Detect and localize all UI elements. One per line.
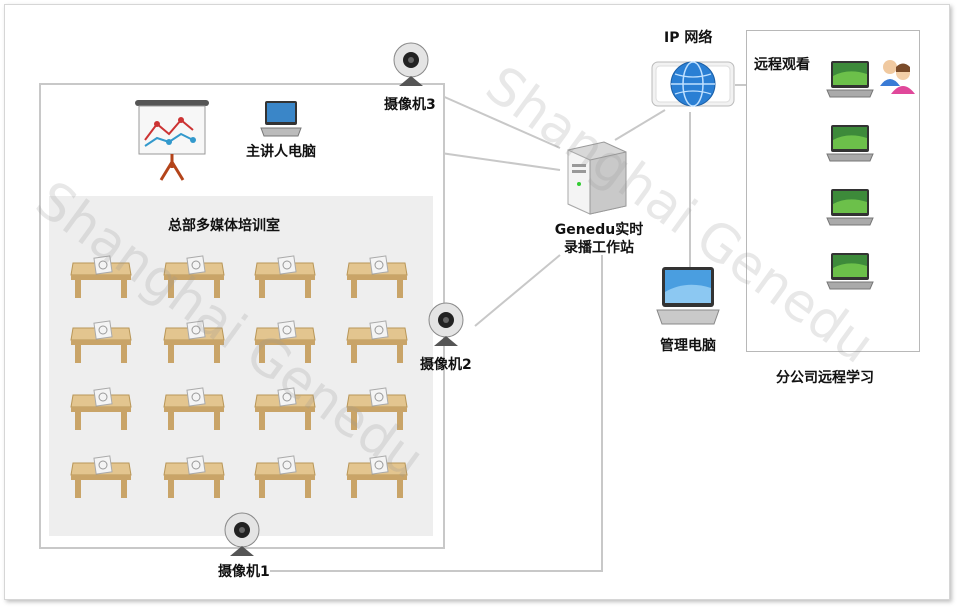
- ip-network-label: IP 网络: [664, 30, 713, 46]
- desk-icon: [253, 387, 317, 433]
- desk-icon: [69, 320, 133, 366]
- desk-icon: [162, 255, 226, 301]
- users-icon: [878, 56, 916, 100]
- admin-laptop-icon[interactable]: [656, 266, 720, 330]
- remote-view-label: 远程观看: [754, 57, 810, 73]
- link-camera3-workstation: [439, 94, 561, 149]
- workstation-label-line2: 录播工作站: [564, 240, 634, 256]
- desk-icon: [253, 455, 317, 501]
- laptop-icon[interactable]: [826, 60, 874, 102]
- server-icon[interactable]: [560, 140, 630, 220]
- branch-office-label: 分公司远程学习: [776, 370, 874, 386]
- link-camera1-workstation: [270, 255, 603, 572]
- webcam-icon[interactable]: [426, 302, 466, 354]
- link-camera2-workstation: [474, 254, 561, 327]
- workstation-label-line1: Genedu实时: [554, 222, 644, 238]
- laptop-icon[interactable]: [826, 188, 874, 230]
- camera2-label: 摄像机2: [420, 357, 472, 373]
- training-room-title: 总部多媒体培训室: [168, 218, 280, 234]
- desk-icon: [345, 255, 409, 301]
- webcam-icon[interactable]: [222, 512, 262, 564]
- presenter-laptop-icon[interactable]: [260, 100, 302, 142]
- presenter-pc-label: 主讲人电脑: [246, 144, 316, 160]
- presentation-board-icon: [133, 98, 211, 186]
- laptop-icon[interactable]: [826, 252, 874, 294]
- desk-icon: [253, 320, 317, 366]
- desk-icon: [162, 320, 226, 366]
- desk-icon: [162, 387, 226, 433]
- link-network-workstation: [614, 109, 666, 141]
- camera3-label: 摄像机3: [384, 97, 436, 113]
- webcam-icon[interactable]: [391, 42, 431, 94]
- desk-icon: [69, 387, 133, 433]
- admin-pc-label: 管理电脑: [660, 338, 716, 354]
- desk-icon: [69, 455, 133, 501]
- desk-icon: [162, 455, 226, 501]
- laptop-icon[interactable]: [826, 124, 874, 166]
- desk-icon: [253, 255, 317, 301]
- desk-icon: [345, 387, 409, 433]
- network-globe-icon: [650, 50, 736, 116]
- camera1-label: 摄像机1: [218, 564, 270, 580]
- desk-icon: [345, 320, 409, 366]
- desk-icon: [345, 455, 409, 501]
- desk-icon: [69, 255, 133, 301]
